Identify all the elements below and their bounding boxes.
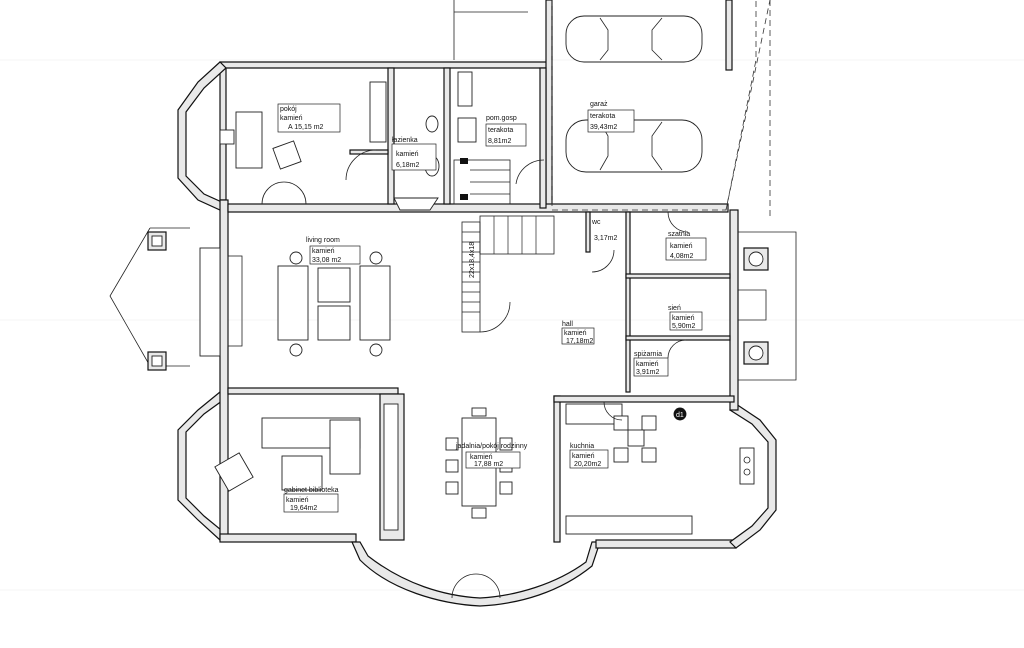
kuchnia-floor: kamień: [572, 453, 595, 460]
sien-floor: kamień: [672, 315, 695, 322]
label-gabinet: gabinet biblioteka kamień 19,64m2: [283, 487, 339, 513]
wc-area: 3,17m2: [594, 235, 617, 242]
gabinet-floor: kamień: [286, 497, 309, 504]
label-garaz: garaż terakota 39,43m2: [587, 101, 635, 133]
garage-cars: [565, 15, 703, 173]
wc-name: wc: [591, 219, 601, 226]
hall-area: 17,18m2: [566, 338, 593, 345]
label-wc: wc 3,17m2: [591, 219, 617, 242]
marker-d1-text: d1: [676, 412, 684, 419]
hall-name: hall: [562, 321, 573, 328]
garaz-name: garaż: [590, 101, 608, 108]
marker-d1: d1: [674, 408, 686, 420]
jadalnia-name: jadalnia/pokój rodzinny: [455, 443, 528, 450]
lazienka-name: łazienka: [392, 137, 418, 144]
kuchnia-name: kuchnia: [570, 443, 594, 450]
label-szatnia: szatnia kamień 4,08m2: [665, 231, 707, 261]
garaz-area: 39,43m2: [590, 124, 617, 131]
pokoj-floor: kamień: [280, 115, 303, 122]
jadalnia-area: 17,88 m2: [474, 461, 503, 468]
living-name: living room: [306, 237, 340, 244]
label-lazienka: łazienka kamień 6,18m2: [391, 137, 437, 171]
spizarnia-name: spiżarnia: [634, 351, 662, 358]
pom-gosp-floor: terakota: [488, 127, 513, 134]
szatnia-floor: kamień: [670, 243, 693, 250]
left-porch: [109, 227, 243, 371]
lazienka-area: 6,18m2: [396, 162, 419, 169]
pom-gosp-area: 8,81m2: [488, 138, 511, 145]
pokoj-name: pokój: [280, 106, 297, 113]
library-furniture: [214, 403, 399, 531]
utility-room: [453, 158, 545, 205]
label-hall: hall kamień 17,18m2: [561, 321, 595, 345]
label-spizarnia: spiżarnia kamień 3,91m2: [633, 351, 669, 377]
bathroom-fixtures: [345, 71, 477, 211]
gabinet-area: 19,64m2: [290, 505, 317, 512]
lazienka-floor: kamień: [396, 151, 419, 158]
stairs-dimension: 22x18,4x18: [469, 242, 476, 278]
label-sien: sień kamień 5,90m2: [668, 305, 703, 331]
pom-gosp-name: pom.gosp: [486, 115, 517, 122]
spizarnia-area: 3,91m2: [636, 369, 659, 376]
sien-area: 5,90m2: [672, 323, 695, 330]
garaz-floor: terakota: [590, 113, 615, 120]
hall-floor: kamień: [564, 330, 587, 337]
right-porch: [738, 231, 797, 381]
doors: [451, 211, 689, 599]
kuchnia-area: 20,20m2: [574, 461, 601, 468]
szatnia-area: 4,08m2: [670, 253, 693, 260]
living-floor: kamień: [312, 248, 335, 255]
szatnia-name: szatnia: [668, 231, 690, 238]
outer-walls: [177, 0, 777, 607]
label-pokoj: pokój kamień A 15,15 m2: [277, 103, 341, 133]
sien-name: sień: [668, 305, 681, 312]
living-room-furniture: [277, 251, 391, 357]
background-texture: [0, 59, 1024, 591]
label-kuchnia: kuchnia kamień 20,20m2: [569, 443, 609, 469]
label-pom-gosp: pom.gosp terakota 8,81m2: [485, 115, 527, 147]
garage-outline: [453, 0, 771, 220]
pokoj-furniture: [219, 81, 387, 205]
label-living: living room kamień 33,08 m2: [306, 237, 361, 265]
staircase: [461, 215, 555, 333]
kitchen-furniture: [565, 403, 755, 535]
jadalnia-floor: kamień: [470, 454, 493, 461]
living-area: 33,08 m2: [312, 257, 341, 264]
pokoj-area: A 15,15 m2: [288, 124, 324, 131]
label-jadalnia: jadalnia/pokój rodzinny kamień 17,88 m2: [455, 443, 528, 469]
spizarnia-floor: kamień: [636, 361, 659, 368]
gabinet-name: gabinet biblioteka: [284, 487, 339, 494]
